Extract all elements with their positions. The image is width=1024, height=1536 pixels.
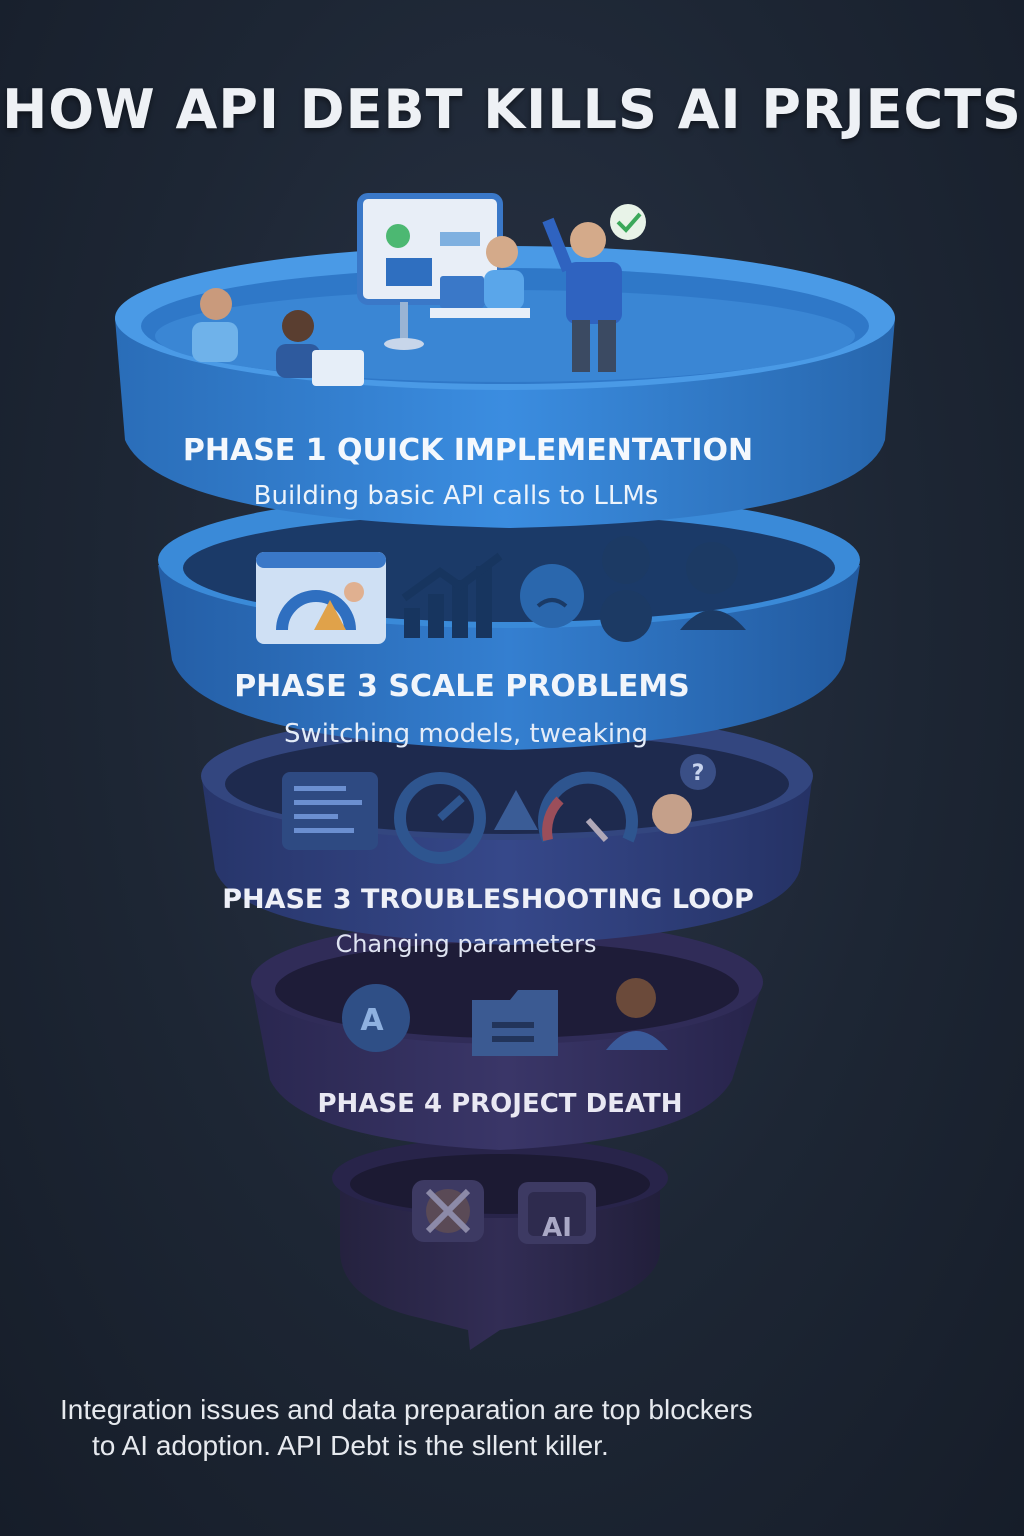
funnel-tier-3: ? PHASE 3 TROUBLESHOOTING LOOP Changing … [201,712,813,958]
confused-person-icon: ? [652,754,716,834]
funnel-tier-1: PHASE 1 QUICK IMPLEMENTATION Building ba… [115,193,895,528]
phase-3b-heading: PHASE 3 TROUBLESHOOTING LOOP [222,884,754,915]
person-standing-right [542,217,622,372]
person-laptop-left [276,310,364,386]
speedometer-icon [538,771,638,843]
person-avatar-icon [606,978,668,1050]
phase-3b-subtitle: Changing parameters [335,930,596,958]
growth-chart-icon [401,552,503,638]
phase-1-subtitle: Building basic API calls to LLMs [254,481,659,511]
phase-4-heading: PHASE 4 PROJECT DEATH [317,1089,682,1119]
question-mark-icon: ? [692,761,705,786]
person-desk-center [430,236,530,318]
page-title: HOW API DEBT KILLS AI PRJECTS [2,78,1022,141]
clock-refresh-icon [394,772,486,864]
svg-text:A: A [360,1003,384,1038]
warning-icon [494,790,538,830]
translate-icon: A [342,984,410,1052]
person-avatar-icon [680,542,746,630]
person-sitting-left [192,288,238,362]
phase-3a-heading: PHASE 3 SCALE PROBLEMS [234,669,690,704]
funnel-tier-5: AI [332,1138,668,1350]
code-window-icon [282,772,378,850]
folder-icon [472,990,558,1056]
cancel-icon [412,1180,484,1242]
funnel-tier-4: A PHASE 4 PROJECT DEATH [251,920,763,1150]
ai-chip-label: AI [542,1213,572,1243]
frustrated-face-icon [520,564,584,628]
footer-caption: Integration issues and data preparation … [60,1392,960,1464]
ai-chip-icon: AI [518,1182,596,1244]
funnel-tier-2: PHASE 3 SCALE PROBLEMS Switching models,… [158,492,860,750]
footer-line-1: Integration issues and data preparation … [60,1394,753,1425]
dashboard-window-icon [256,552,386,644]
presentation-board-icon [357,193,503,350]
footer-line-2: to AI adoption. API Debt is the sllent k… [92,1430,609,1461]
phase-1-heading: PHASE 1 QUICK IMPLEMENTATION [183,433,753,468]
person-avatar-icon [600,536,652,642]
check-chat-bubble-icon [610,204,646,240]
phase-3a-subtitle: Switching models, tweaking [284,719,648,749]
